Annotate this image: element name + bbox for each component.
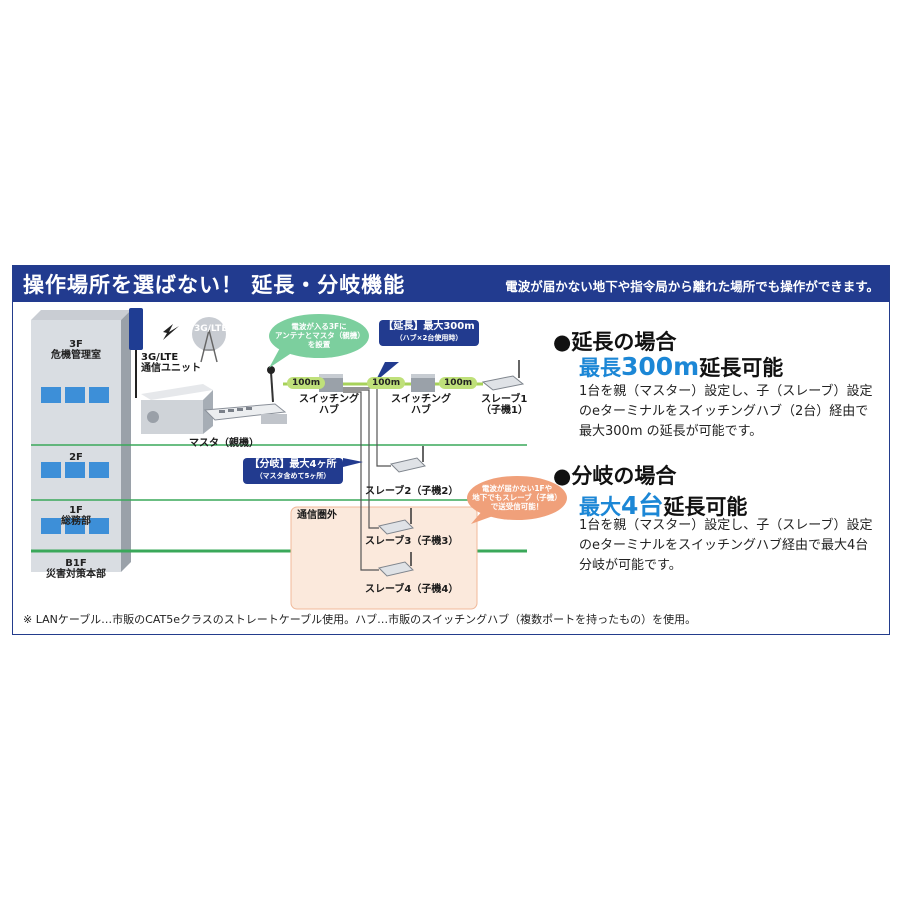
hub1-label: スイッチング ハブ <box>299 394 359 416</box>
slave2-label: スレーブ2（子機2） <box>365 486 459 497</box>
footnote: ※ LANケーブル…市販のCAT5eクラスのストレートケーブル使用。ハブ…市販の… <box>23 613 697 626</box>
branch-heading: ●分岐の場合 <box>553 464 677 488</box>
antenna-tower-icon <box>192 317 226 363</box>
slave-unit-icons <box>378 375 525 577</box>
diagram-graphics <box>31 308 567 610</box>
branch-lines <box>343 387 391 571</box>
green-bubble-text: 電波が入る3Fに アンテナとマスタ（親機） を設置 <box>275 322 365 349</box>
master-label: マスタ（親機） <box>189 438 259 449</box>
building-icon <box>31 310 131 572</box>
orange-speech-bubble <box>467 476 567 520</box>
hub1-icon <box>319 374 343 392</box>
title-banner: 操作場所を選ばない！ 延長・分岐機能 電波が届かない地下や指令局から離れた場所で… <box>13 266 889 302</box>
comm-unit-label: 3G/LTE 通信ユニット <box>141 352 201 374</box>
banner-subtitle: 電波が届かない地下や指令局から離れた場所でも操作ができます。 <box>505 279 879 294</box>
cable-label-3: 100m <box>439 377 478 389</box>
banner-title: 操作場所を選ばない！ 延長・分岐機能 <box>23 273 406 297</box>
extension-emphasis: 最長300m延長可能 <box>579 352 784 381</box>
out-of-range-area <box>290 506 478 610</box>
lightning-icon <box>163 324 179 340</box>
orange-bubble-text: 電波が届かない1Fや 地下でもスレーブ（子機） で送受信可能！ <box>472 484 562 511</box>
floor-label-2f: 2F <box>69 452 83 463</box>
cable-label-2: 100m <box>367 377 406 389</box>
extension-callout: 【延長】最大300m （ハブ×2台使用時） <box>379 320 479 346</box>
cable-label-1: 100m <box>287 377 326 389</box>
branch-emphasis: 最大4台延長可能 <box>579 491 748 520</box>
branch-callout: 【分岐】最大4ヶ所 （マスタ含めて5ヶ所） <box>243 458 343 484</box>
hub2-icon <box>411 374 435 392</box>
branch-description: 1台を親（マスター）設定し、子（スレーブ）設定のeターミナルをスイッチングハブ経… <box>579 518 873 573</box>
slave3-label: スレーブ3（子機3） <box>365 536 459 547</box>
comm-unit-icon <box>129 308 143 398</box>
slave-mics <box>410 360 520 566</box>
out-of-range-label: 通信圏外 <box>297 510 337 521</box>
extension-heading: ●延長の場合 <box>553 330 677 354</box>
green-speech-bubble <box>269 314 369 358</box>
slave4-label: スレーブ4（子機4） <box>365 584 459 595</box>
antenna-badge: 3G/LTE <box>194 324 228 334</box>
extension-description: 1台を親（マスター）設定し、子（スレーブ）設定のeターミナルをスイッチングハブ（… <box>579 384 873 439</box>
feature-panel: 操作場所を選ばない！ 延長・分岐機能 電波が届かない地下や指令局から離れた場所で… <box>12 265 890 635</box>
master-unit-icon <box>141 366 287 434</box>
hub2-label: スイッチング ハブ <box>391 394 451 416</box>
slave1-label: スレーブ1 （子機1） <box>481 394 528 416</box>
